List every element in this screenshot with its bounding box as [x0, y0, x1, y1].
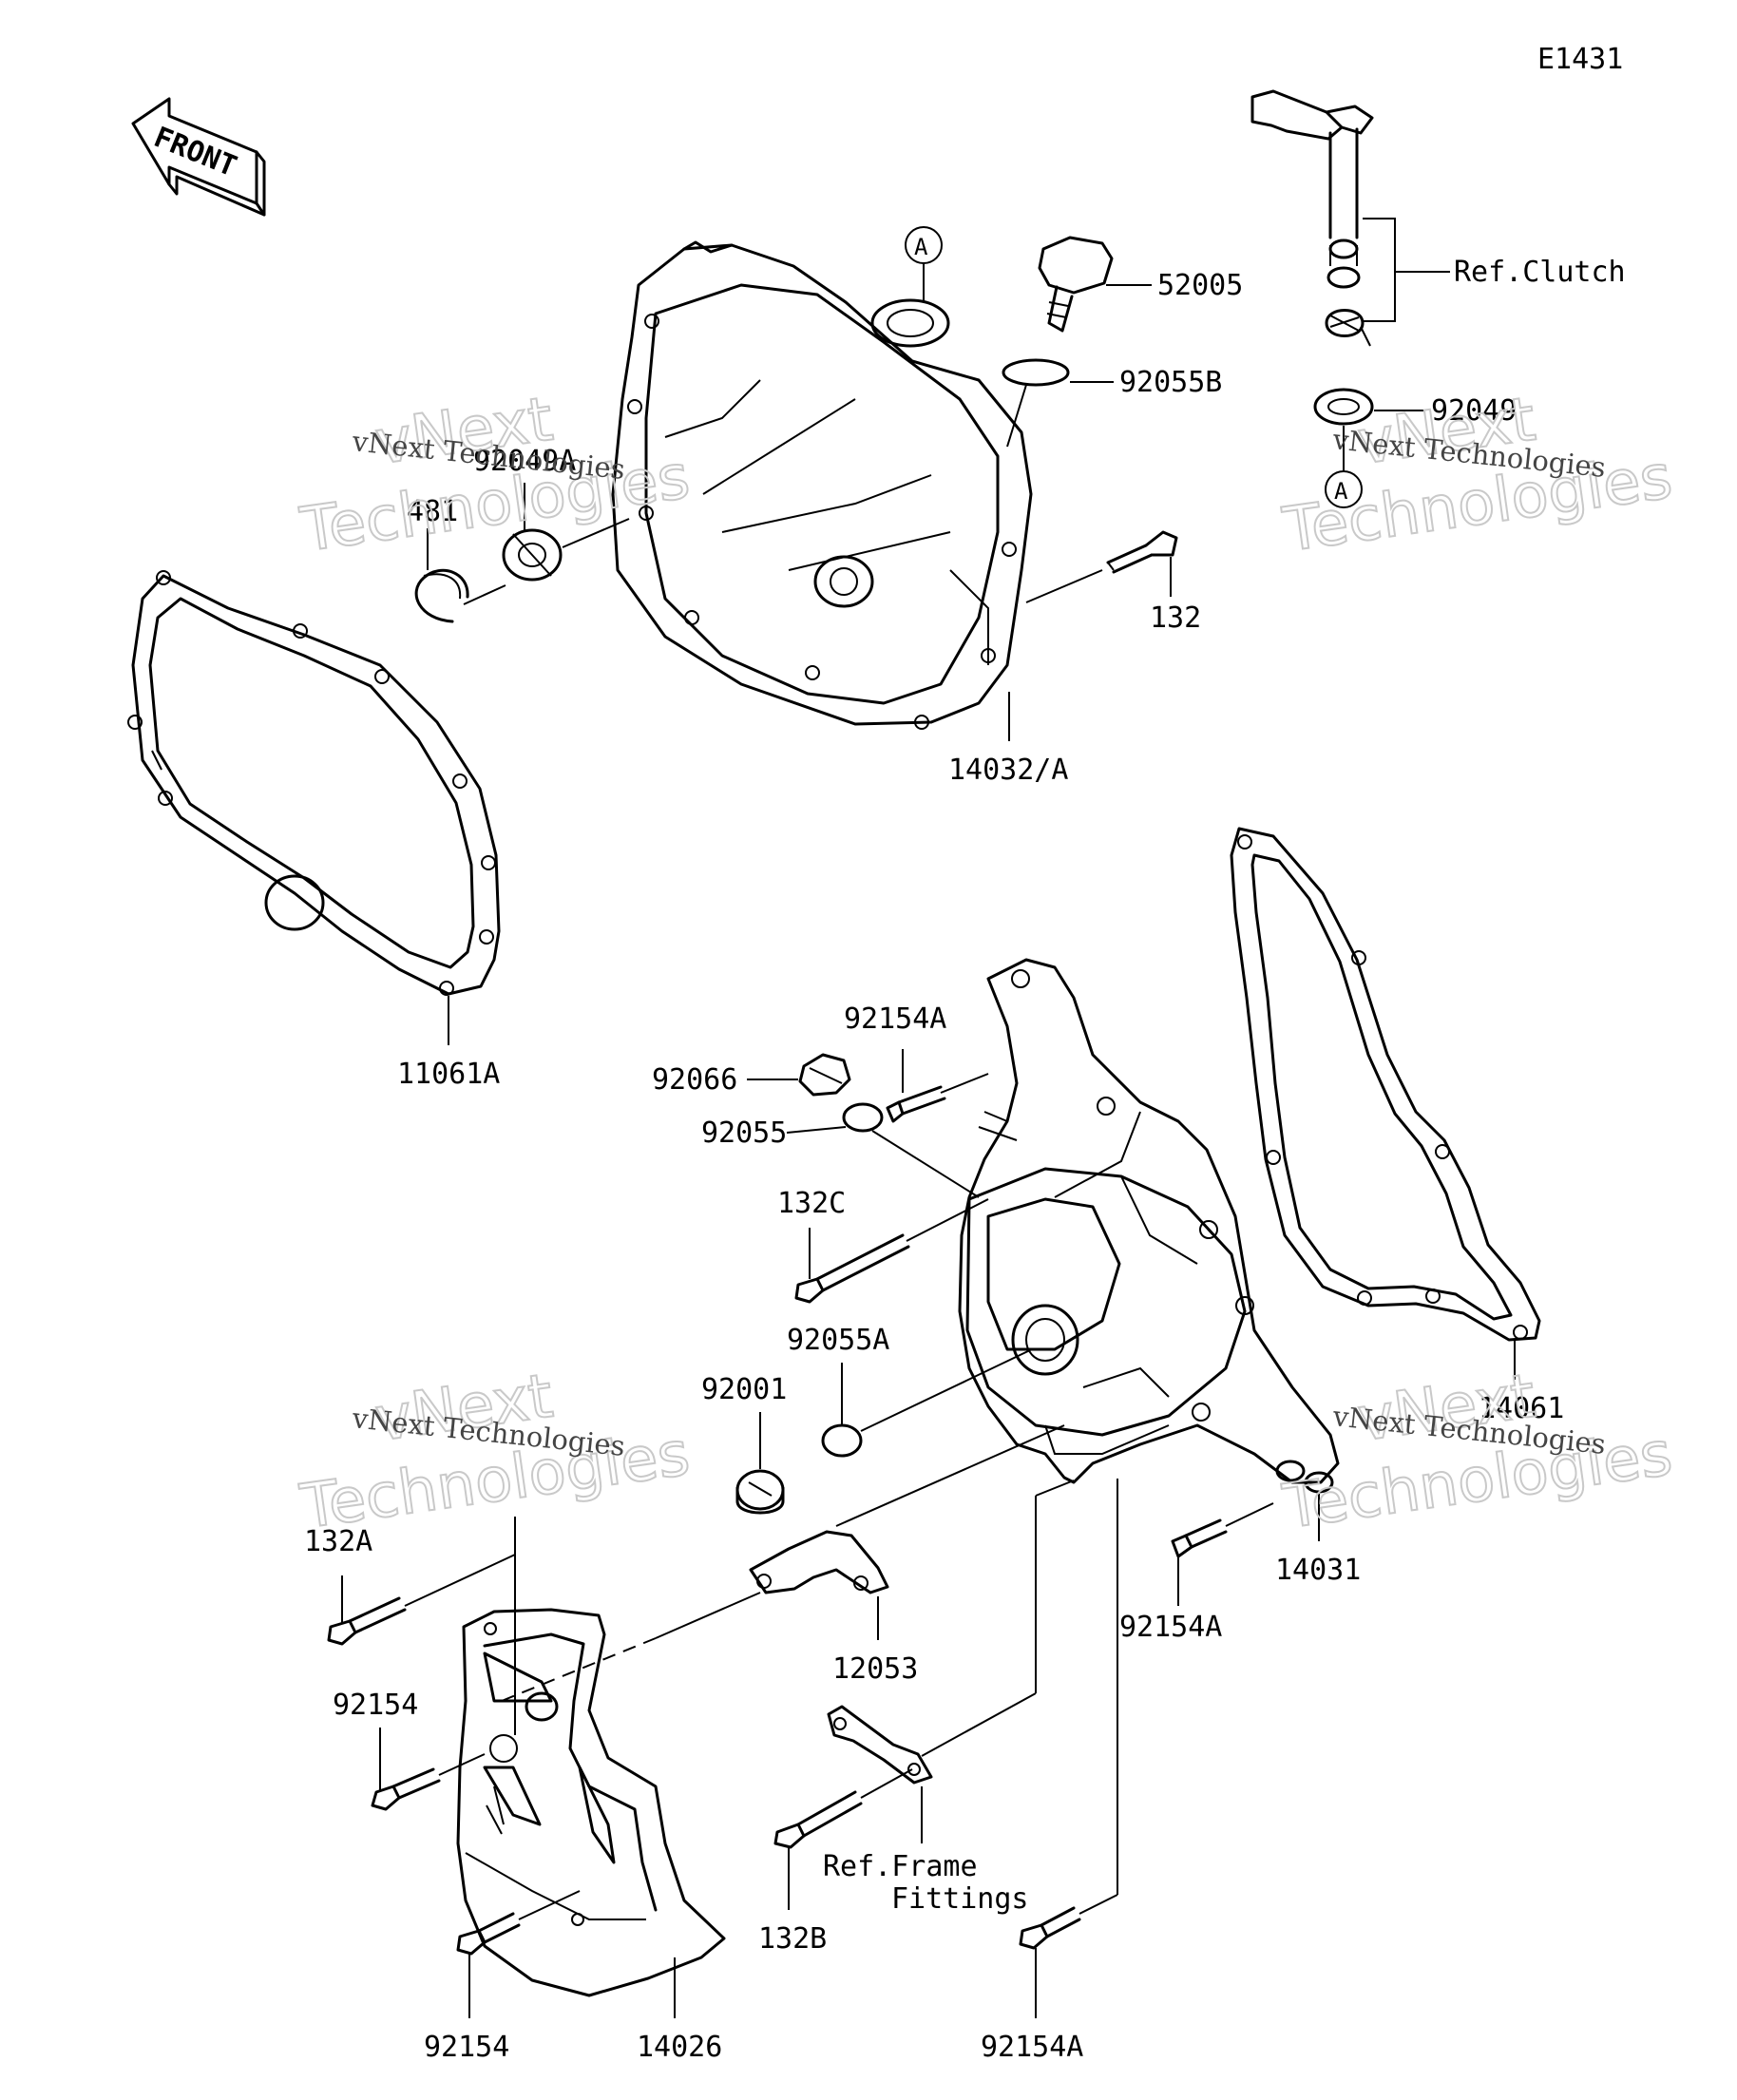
plug-92066	[798, 1053, 851, 1097]
ref-frame-label-1: Ref.Frame	[823, 1850, 978, 1883]
label-132a: 132A	[304, 1525, 372, 1558]
mark-a-top: A	[914, 234, 928, 260]
label-92154a-top: 92154A	[844, 1002, 946, 1036]
bolt-92154a-mid	[1171, 1518, 1228, 1558]
generator-cover-14031	[958, 958, 1340, 1484]
bolt-132	[1106, 530, 1178, 574]
reference-mark-a-right	[1325, 470, 1363, 508]
oil-seal-92049	[1313, 388, 1374, 426]
label-92154-mid: 92154	[333, 1689, 418, 1722]
ref-frame-label-2: Fittings	[891, 1882, 1029, 1916]
bolt-132a	[327, 1596, 407, 1646]
label-52005: 52005	[1157, 269, 1243, 302]
sprocket-cover-14026	[456, 1608, 726, 1997]
front-arrow-icon: FRONT	[131, 97, 266, 217]
label-132b: 132B	[758, 1922, 827, 1956]
label-14026: 14026	[637, 2031, 722, 2064]
label-14031: 14031	[1275, 1554, 1361, 1587]
label-92055: 92055	[701, 1117, 787, 1150]
label-92154-bot: 92154	[424, 2031, 509, 2064]
ref-clutch-label: Ref.Clutch	[1454, 256, 1626, 289]
chain-guide-12053	[749, 1530, 889, 1594]
plug-92001	[735, 1469, 785, 1515]
gasket-11061a	[127, 570, 501, 996]
label-92049a: 92049A	[473, 445, 576, 478]
label-132c: 132C	[777, 1187, 846, 1220]
diagram-code: E1431	[1537, 43, 1623, 76]
label-92066: 92066	[652, 1063, 737, 1097]
bolt-92154-bot	[456, 1912, 521, 1956]
bolt-92154-mid	[371, 1767, 441, 1811]
o-ring-92055	[842, 1102, 884, 1133]
label-14061: 14061	[1479, 1392, 1564, 1425]
label-11061a: 11061A	[397, 1058, 500, 1091]
bolt-92154a-top	[886, 1085, 946, 1123]
gasket-14061	[1230, 827, 1541, 1342]
label-92049: 92049	[1431, 394, 1517, 428]
label-12053: 12053	[832, 1652, 918, 1686]
mark-a-right: A	[1334, 478, 1348, 505]
label-14032a: 14032/A	[948, 754, 1068, 787]
label-92001: 92001	[701, 1373, 787, 1406]
clutch-release-shaft	[1250, 89, 1374, 347]
label-132: 132	[1150, 601, 1201, 635]
label-92055b: 92055B	[1119, 366, 1222, 399]
bolt-92154a-bot	[1019, 1906, 1081, 1950]
label-481: 481	[407, 495, 458, 528]
label-92154a-mid: 92154A	[1119, 1611, 1222, 1644]
o-ring-92055b	[1002, 358, 1070, 387]
o-ring-92055a	[821, 1423, 863, 1458]
frame-fitting-bracket	[827, 1705, 933, 1785]
circlip-481	[414, 568, 469, 623]
bolt-132c	[794, 1233, 910, 1304]
clutch-cover-14032a	[611, 240, 1033, 730]
oil-filler-cap-52005	[1038, 236, 1114, 333]
label-92154a-bot: 92154A	[981, 2031, 1083, 2064]
bolt-132b	[773, 1790, 863, 1849]
dowel-pin-14031	[1275, 1460, 1334, 1494]
oil-seal-92049a	[502, 528, 563, 582]
label-92055a: 92055A	[787, 1324, 889, 1357]
